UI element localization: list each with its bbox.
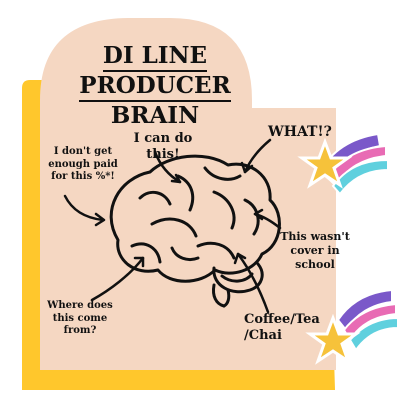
arrow-not-paid [63,194,105,222]
arrow-coffee [236,252,270,314]
label-where-from: Where does this come from? [47,300,113,336]
brain-illustration [109,154,281,308]
shooting-star-icon [297,132,389,196]
title-line-2: PRODUCER [60,72,250,102]
arrows [63,138,282,314]
shooting-star-icon [305,288,399,365]
label-not-covered: This wasn't cover in school [280,230,350,271]
label-what: WHAT!? [268,124,332,140]
arrow-where [90,256,145,302]
arrow-i-can [153,150,182,184]
label-not-paid: I don't get enough paid for this %*! [48,146,118,182]
label-i-can-do-this: I can do this! [133,131,193,163]
label-coffee: Coffee/Tea /Chai [244,312,320,344]
title-line-3: BRAIN [110,102,200,129]
arrow-what [243,138,272,174]
title-line-1: DI LINE [60,42,250,72]
